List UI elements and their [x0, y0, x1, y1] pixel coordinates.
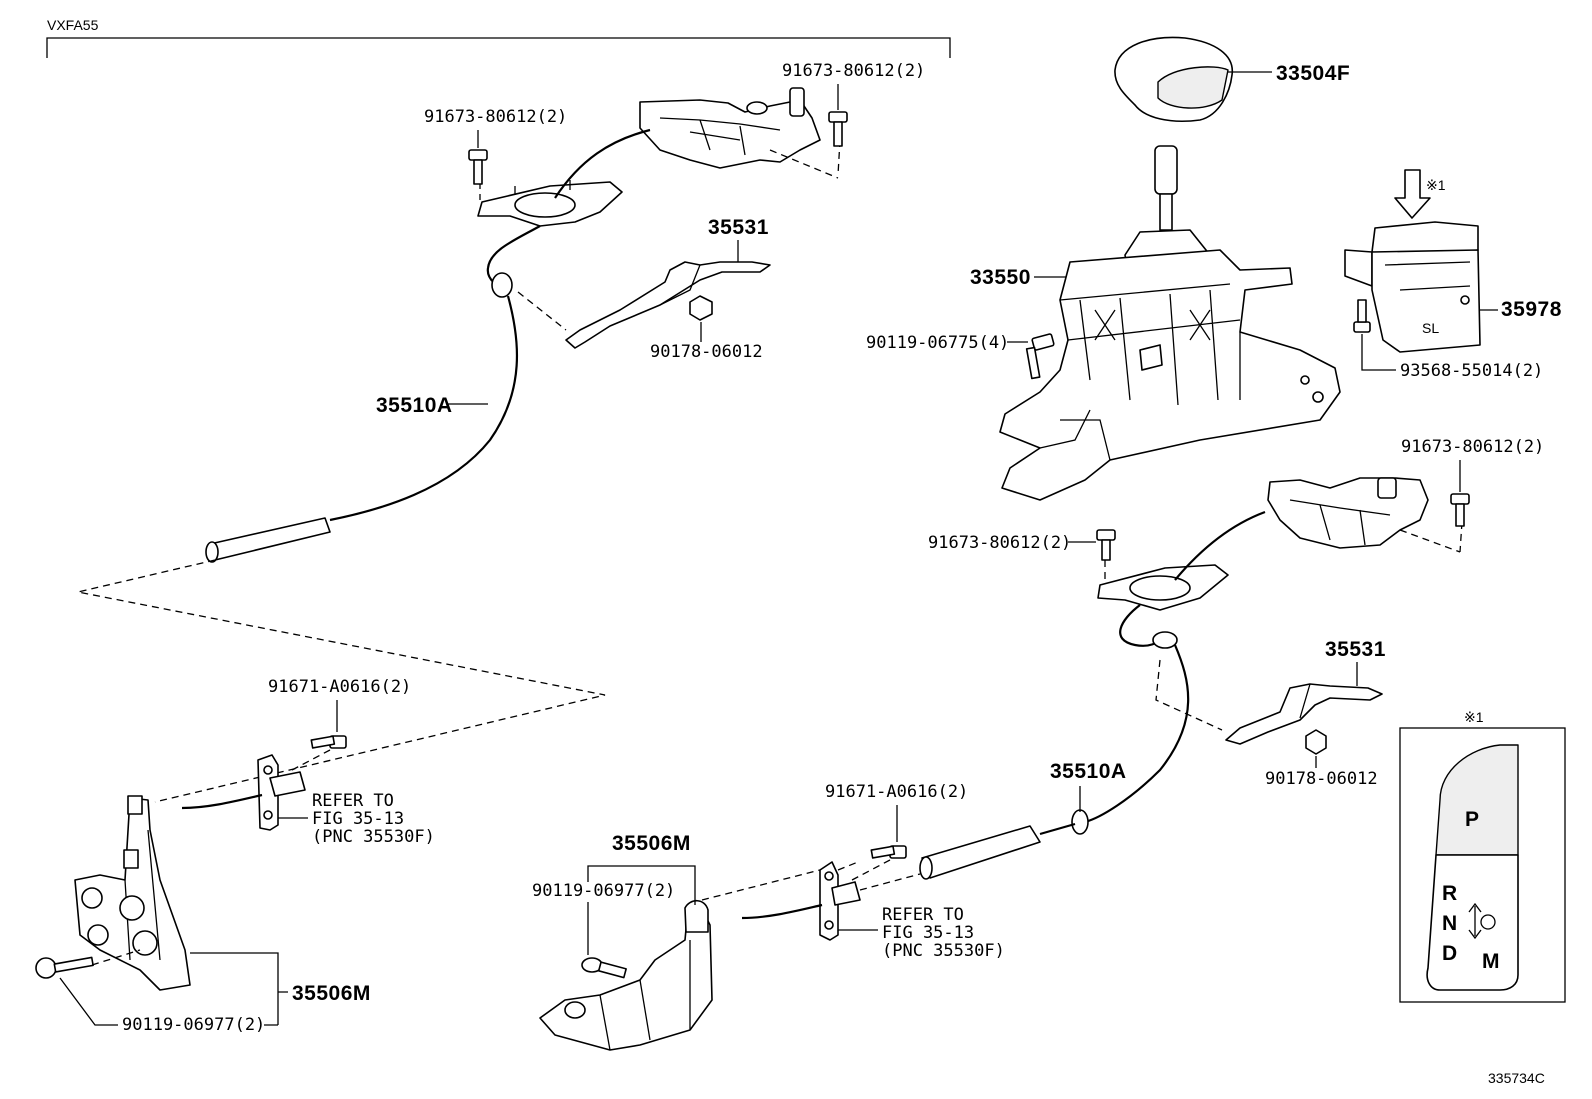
label-bolt-right-upper: 91673-80612(2) — [1401, 437, 1544, 457]
bolt-icon — [35, 956, 94, 979]
leader-line — [1361, 334, 1396, 371]
shift-lock-switch: SL — [1344, 169, 1481, 353]
shift-knob — [1114, 36, 1233, 123]
label-bracket-bottom-left: 35506M — [292, 982, 371, 1005]
label-bolt-left-cable: 91671-A0616(2) — [268, 677, 411, 697]
bolt-icon — [1450, 493, 1470, 527]
panel-d: D — [1442, 942, 1458, 965]
refer-mid-line-3: (PNC 35530F) — [882, 941, 1005, 961]
figure-id: 335734C — [1488, 1070, 1545, 1086]
refer-left-line-2: FIG 35-13 — [312, 809, 404, 829]
label-nut-right: 90178-06012 — [1265, 769, 1378, 789]
screw-icon — [1353, 299, 1371, 333]
dashed-guide-line — [77, 559, 606, 803]
shift-pattern-panel: ※1 P R N D M — [1399, 709, 1566, 1003]
bolt-icon — [1025, 333, 1055, 380]
label-bolt-top-left: 91673-80612(2) — [424, 107, 567, 127]
bolt-icon — [1096, 529, 1116, 561]
bottom-middle-bracket-assembly — [539, 845, 921, 1051]
switch-marking: SL — [1422, 320, 1439, 336]
label-bolt-right-mid: 91673-80612(2) — [928, 533, 1071, 553]
label-bolt-bracket-left: 90119-06977(2) — [122, 1015, 265, 1035]
label-bracket-bottom-mid: 35506M — [612, 832, 691, 855]
refer-left-line-1: REFER TO — [312, 791, 394, 811]
header-bracket-line — [46, 37, 951, 58]
left-shift-cable-assembly — [205, 87, 848, 563]
label-nut-top: 90178-06012 — [650, 342, 763, 362]
leader-line — [587, 865, 696, 905]
refer-mid-line-1: REFER TO — [882, 905, 964, 925]
label-cable-right: 35510A — [1050, 760, 1127, 783]
label-knob: 33504F — [1276, 62, 1350, 85]
panel-frame — [1399, 727, 1566, 1003]
panel-n: N — [1442, 912, 1458, 935]
leader-line — [190, 952, 288, 1025]
bolt-icon — [310, 735, 347, 749]
bottom-left-bracket-assembly — [35, 735, 347, 991]
panel-note-mark: ※1 — [1464, 709, 1484, 725]
label-screw-switch: 93568-55014(2) — [1400, 361, 1543, 381]
nut-icon — [689, 295, 713, 321]
label-switch: 35978 — [1501, 298, 1562, 321]
right-shift-cable-assembly — [919, 477, 1470, 880]
label-cable-left: 35510A — [376, 394, 453, 417]
leader-line — [59, 977, 278, 1026]
panel-m: M — [1482, 950, 1500, 973]
panel-r: R — [1442, 882, 1458, 905]
panel-p: P — [1465, 808, 1480, 831]
shift-lever-assembly — [999, 145, 1341, 501]
label-bolt-top-right: 91673-80612(2) — [782, 61, 925, 81]
bolt-icon — [581, 957, 627, 979]
model-code: VXFA55 — [47, 17, 99, 33]
label-bracket-left-top: 35531 — [708, 216, 769, 239]
label-bolt-bracket-mid: 90119-06977(2) — [532, 881, 675, 901]
refer-mid-line-2: FIG 35-13 — [882, 923, 974, 943]
bolt-icon — [870, 845, 907, 859]
note-mark: ※1 — [1426, 177, 1446, 193]
refer-left-line-3: (PNC 35530F) — [312, 827, 435, 847]
bolt-icon — [828, 111, 848, 147]
shift-arrows-icon — [1468, 902, 1496, 940]
bolt-icon — [468, 149, 488, 185]
label-shift-lever: 33550 — [970, 266, 1031, 289]
label-bolt-lever: 90119-06775(4) — [866, 333, 1009, 353]
label-bracket-right: 35531 — [1325, 638, 1386, 661]
label-bolt-mid-cable: 91671-A0616(2) — [825, 782, 968, 802]
nut-icon — [1305, 729, 1327, 755]
